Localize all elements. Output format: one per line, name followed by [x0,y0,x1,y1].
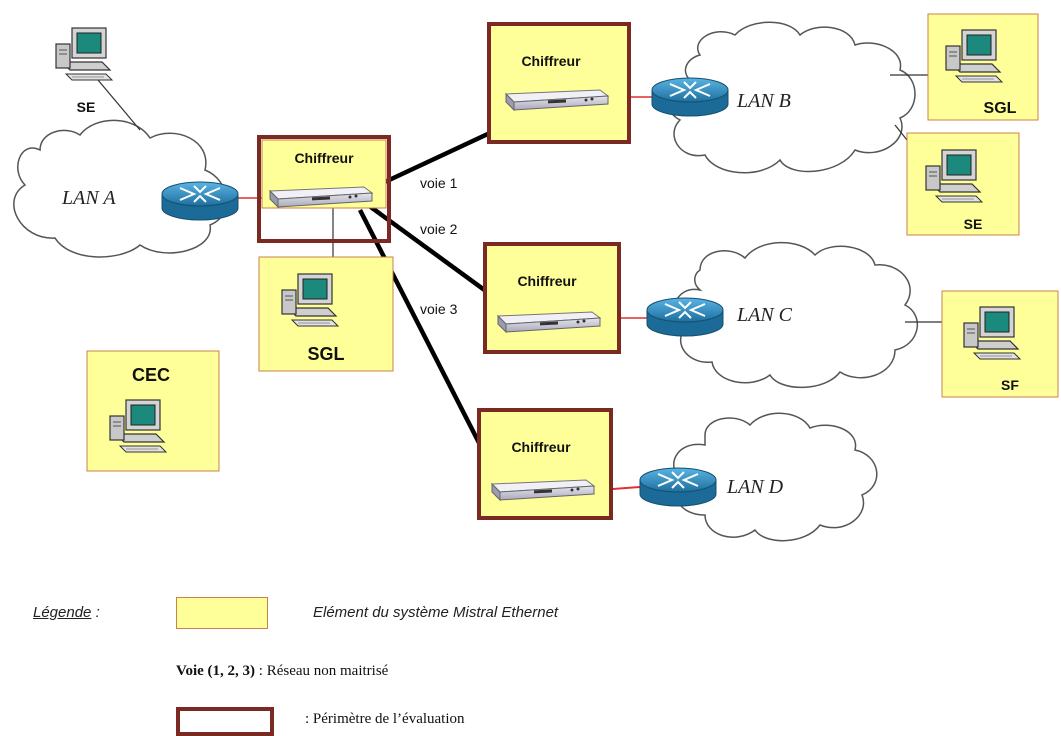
chiffreur-top-label: Chiffreur [521,53,581,69]
router-lan-c-icon [646,297,724,337]
lan-b-cloud [666,21,916,174]
legend-title: Légende : [33,604,100,621]
voie-2-label: voie 2 [420,221,458,237]
se-top-label: SE [77,99,96,115]
legend-yellow-swatch [176,597,268,629]
sgl-right-node: SGL [927,13,1039,121]
voie-3-link [357,208,501,482]
lan-a-label: LAN A [61,187,116,209]
legend-title-suffix: : [91,604,100,621]
chiffreur-central-label: Chiffreur [294,150,354,166]
lan-b-label: LAN B [736,90,791,112]
sgl-mid-node: SGL [258,256,394,372]
chiffreur-bottom-label: Chiffreur [511,439,571,455]
sf-node: SF [941,290,1059,398]
chiffreur-bottom: Chiffreur [477,408,613,520]
voie-3-label: voie 3 [420,301,458,317]
legend-title-text: Légende [33,604,92,621]
lan-c-label: LAN C [736,304,793,326]
legend-voie-bold: Voie (1, 2, 3) [176,663,256,679]
voie-1-label: voie 1 [420,175,458,191]
cec-label: CEC [132,365,170,385]
sgl-right-label: SGL [984,100,1017,117]
cec-node: CEC [86,350,220,472]
router-lan-a-icon [161,181,239,221]
legend-perimeter-swatch [176,707,274,736]
se-right-node: SE [906,132,1020,236]
sgl-mid-label: SGL [307,344,344,364]
se-top-node: SE [55,27,113,115]
se-right-label: SE [964,216,983,232]
legend-voie-line: Voie (1, 2, 3) : Réseau non maitrisé [176,663,388,680]
legend-perimeter-desc: : Périmètre de l’évaluation [305,711,465,727]
legend-voie-desc: : Réseau non maitrisé [255,663,389,679]
router-lan-b-icon [651,77,729,117]
chiffreur-middle-label: Chiffreur [517,273,577,289]
chiffreur-top: Chiffreur [487,22,631,144]
computer-icon [55,27,113,81]
sf-label: SF [1001,377,1019,393]
lan-d-label: LAN D [726,476,784,498]
chiffreur-central: Chiffreur [257,135,391,243]
chiffreur-middle: Chiffreur [483,242,621,354]
legend-yellow-desc: Elément du système Mistral Ethernet [313,604,559,621]
lan-a-cloud [13,119,227,258]
router-lan-d-icon [639,467,717,507]
